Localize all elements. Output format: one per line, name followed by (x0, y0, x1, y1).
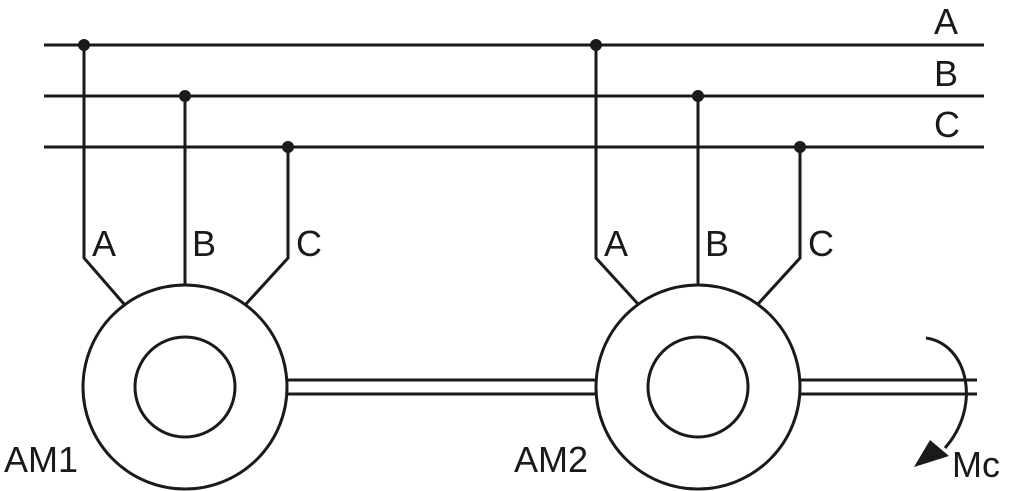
junction-dot (282, 141, 294, 153)
output-shaft (796, 378, 977, 396)
junction-dot (78, 39, 90, 51)
motor1-lead-c (244, 147, 290, 306)
coupling-shaft (284, 378, 598, 396)
motor1 (81, 283, 289, 491)
motor1-rotor (133, 335, 237, 439)
motor2-terminal-label-c: C (808, 223, 834, 264)
motor2-terminal-label-a: A (604, 223, 628, 264)
junction-dot (692, 90, 704, 102)
junction-dot (590, 39, 602, 51)
load-torque-arrow-icon (914, 336, 968, 467)
motor1-terminal-label-b: B (192, 223, 216, 264)
bus-label-a: A (934, 1, 958, 42)
junction-dot (179, 90, 191, 102)
motor2-lead-a (594, 45, 640, 306)
bus-label-c: C (934, 104, 960, 145)
motor1-terminal-label-a: A (92, 223, 116, 264)
motor2-lead-c (756, 147, 802, 306)
motor2-leads (590, 39, 806, 306)
bus-label-b: B (934, 53, 958, 94)
motor2-name: AM2 (514, 439, 588, 480)
motor1-leads (78, 39, 294, 306)
motor2 (594, 283, 802, 491)
junction-dot (794, 141, 806, 153)
motor1-name: AM1 (4, 439, 78, 480)
load-torque-label: Mc (952, 444, 1000, 485)
motor2-terminal-label-b: B (705, 223, 729, 264)
motor1-lead-a (82, 45, 126, 305)
motor1-terminal-label-c: C (296, 223, 322, 264)
motor2-rotor (646, 335, 750, 439)
